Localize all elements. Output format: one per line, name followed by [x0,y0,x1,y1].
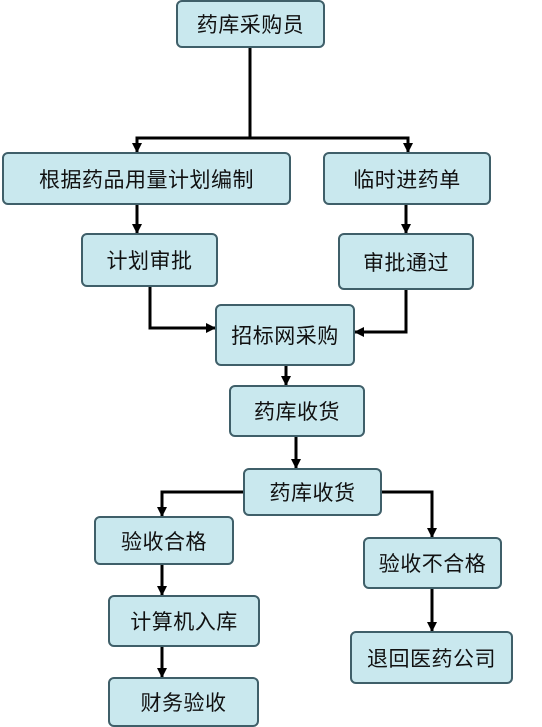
node-return-to-supplier: 退回医药公司 [350,631,513,684]
connector-buyer-to-plan [132,136,250,153]
connector-approval-to-bidding [148,285,216,333]
node-receive-1: 药库收货 [229,385,365,437]
node-computer-storage: 计算机入库 [108,595,260,647]
node-inspection-fail: 验收不合格 [363,537,502,589]
node-plan-compilation: 根据药品用量计划编制 [2,152,291,205]
node-receive-2: 药库收货 [243,468,382,516]
node-temp-order: 临时进药单 [323,152,491,205]
node-plan-approval: 计划审批 [81,233,218,287]
node-approved: 审批通过 [338,233,474,290]
node-buyer: 药库采购员 [176,0,325,48]
node-bidding-purchase: 招标网采购 [215,304,355,366]
connector-approved-to-bidding [354,288,408,337]
node-inspection-pass: 验收合格 [94,516,234,565]
connector-receive-2-to-fail [382,490,437,538]
connector-buyer-to-temp-order [250,136,413,153]
connector-receive-2-to-pass [157,490,243,517]
node-finance-check: 财务验收 [108,677,259,727]
